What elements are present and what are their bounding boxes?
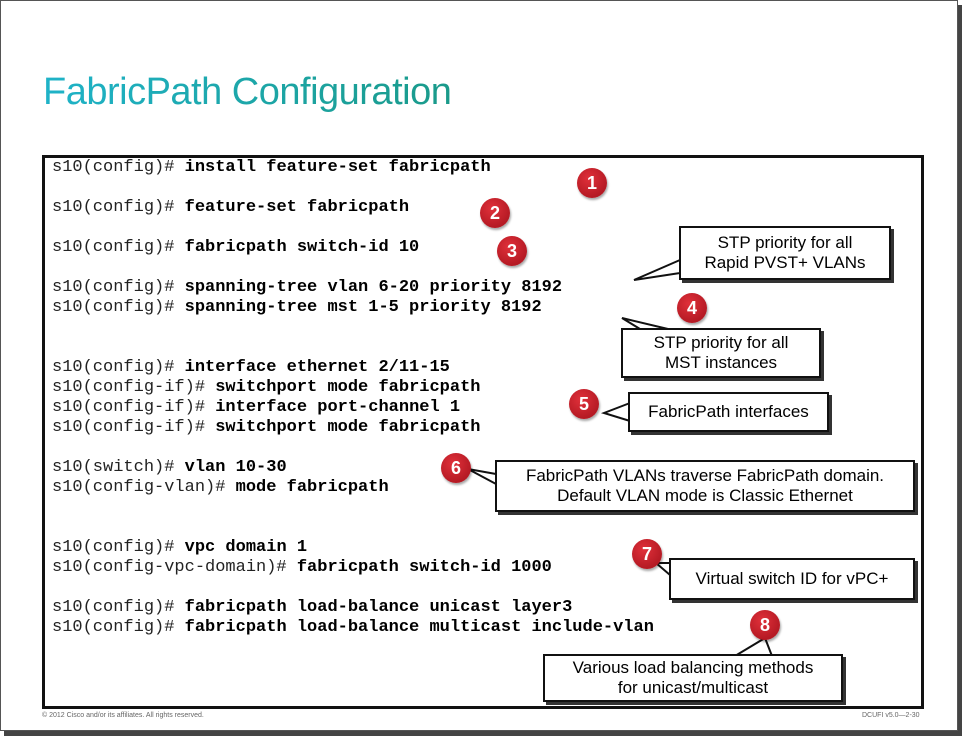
code-line-9: s10(config-if)# switchport mode fabricpa… — [52, 418, 480, 438]
slide-number-footer: DCUFI v5.0—2-30 — [862, 712, 920, 719]
step-badge-3: 3 — [497, 236, 527, 266]
callout-text: Virtual switch ID for vPC+ — [695, 569, 889, 588]
code-prompt: s10(config-if)# — [52, 378, 216, 397]
code-line-3: s10(config)# fabricpath switch-id 10 — [52, 238, 419, 258]
step-badge-7: 7 — [632, 539, 662, 569]
copyright-footer: © 2012 Cisco and/or its affiliates. All … — [42, 712, 204, 719]
callout-text: STP priority for all — [717, 233, 853, 252]
code-prompt: s10(config)# — [52, 278, 185, 297]
code-line-6: s10(config)# interface ethernet 2/11-15 — [52, 358, 450, 378]
code-command: fabricpath switch-id 10 — [184, 238, 420, 257]
code-command: interface ethernet 2/11-15 — [184, 358, 450, 377]
callout-fp-interfaces: FabricPath interfaces — [628, 392, 829, 432]
code-command: fabricpath load-balance unicast layer3 — [184, 598, 573, 617]
callout-text: MST instances — [664, 353, 778, 372]
slide-title: FabricPath Configuration — [43, 71, 452, 113]
code-command: spanning-tree vlan 6-20 priority 8192 — [184, 278, 563, 297]
code-line-12: s10(config)# vpc domain 1 — [52, 538, 307, 558]
code-prompt: s10(config-vlan)# — [52, 478, 236, 497]
code-prompt: s10(config)# — [52, 298, 185, 317]
code-prompt: s10(config)# — [52, 358, 185, 377]
code-line-8: s10(config-if)# interface port-channel 1 — [52, 398, 460, 418]
code-prompt: s10(config)# — [52, 538, 185, 557]
code-command: interface port-channel 1 — [215, 398, 461, 417]
code-line-4: s10(config)# spanning-tree vlan 6-20 pri… — [52, 278, 562, 298]
code-line-5: s10(config)# spanning-tree mst 1-5 prior… — [52, 298, 542, 318]
step-badge-1: 1 — [577, 168, 607, 198]
code-prompt: s10(config-if)# — [52, 398, 216, 417]
code-command: switchport mode fabricpath — [215, 378, 481, 397]
code-prompt: s10(config)# — [52, 598, 185, 617]
step-badge-5: 5 — [569, 389, 599, 419]
code-command: fabricpath load-balance multicast includ… — [184, 618, 654, 637]
code-line-2: s10(config)# feature-set fabricpath — [52, 198, 409, 218]
step-badge-8: 8 — [750, 610, 780, 640]
step-badge-4: 4 — [677, 293, 707, 323]
code-line-7: s10(config-if)# switchport mode fabricpa… — [52, 378, 480, 398]
code-prompt: s10(config)# — [52, 158, 185, 177]
code-prompt: s10(config)# — [52, 238, 185, 257]
code-prompt: s10(config)# — [52, 198, 185, 217]
code-line-11: s10(config-vlan)# mode fabricpath — [52, 478, 389, 498]
callout-text: STP priority for all — [653, 333, 789, 352]
code-line-10: s10(switch)# vlan 10-30 — [52, 458, 287, 478]
step-badge-2: 2 — [480, 198, 510, 228]
callout-text: for unicast/multicast — [617, 678, 769, 697]
code-line-1: s10(config)# install feature-set fabricp… — [52, 158, 491, 178]
code-line-13: s10(config-vpc-domain)# fabricpath switc… — [52, 558, 552, 578]
callout-text: FabricPath interfaces — [648, 402, 809, 421]
code-command: vlan 10-30 — [184, 458, 287, 477]
callout-fp-vlans: FabricPath VLANs traverse FabricPath dom… — [495, 460, 915, 512]
code-command: fabricpath switch-id 1000 — [296, 558, 552, 577]
code-line-15: s10(config)# fabricpath load-balance mul… — [52, 618, 654, 638]
callout-text: Rapid PVST+ VLANs — [704, 253, 866, 272]
code-line-14: s10(config)# fabricpath load-balance uni… — [52, 598, 572, 618]
code-command: mode fabricpath — [235, 478, 389, 497]
code-command: switchport mode fabricpath — [215, 418, 481, 437]
callout-text: FabricPath VLANs traverse FabricPath dom… — [525, 466, 885, 485]
callout-text: Default VLAN mode is Classic Ethernet — [557, 486, 853, 505]
code-prompt: s10(config)# — [52, 618, 185, 637]
code-command: install feature-set fabricpath — [184, 158, 491, 177]
callout-text: Various load balancing methods — [572, 658, 814, 677]
code-command: feature-set fabricpath — [184, 198, 410, 217]
code-prompt: s10(config-if)# — [52, 418, 216, 437]
code-prompt: s10(config-vpc-domain)# — [52, 558, 297, 577]
code-command: spanning-tree mst 1-5 priority 8192 — [184, 298, 542, 317]
step-badge-6: 6 — [441, 453, 471, 483]
code-prompt: s10(switch)# — [52, 458, 185, 477]
callout-vpc-plus: Virtual switch ID for vPC+ — [669, 558, 915, 600]
code-command: vpc domain 1 — [184, 538, 308, 557]
